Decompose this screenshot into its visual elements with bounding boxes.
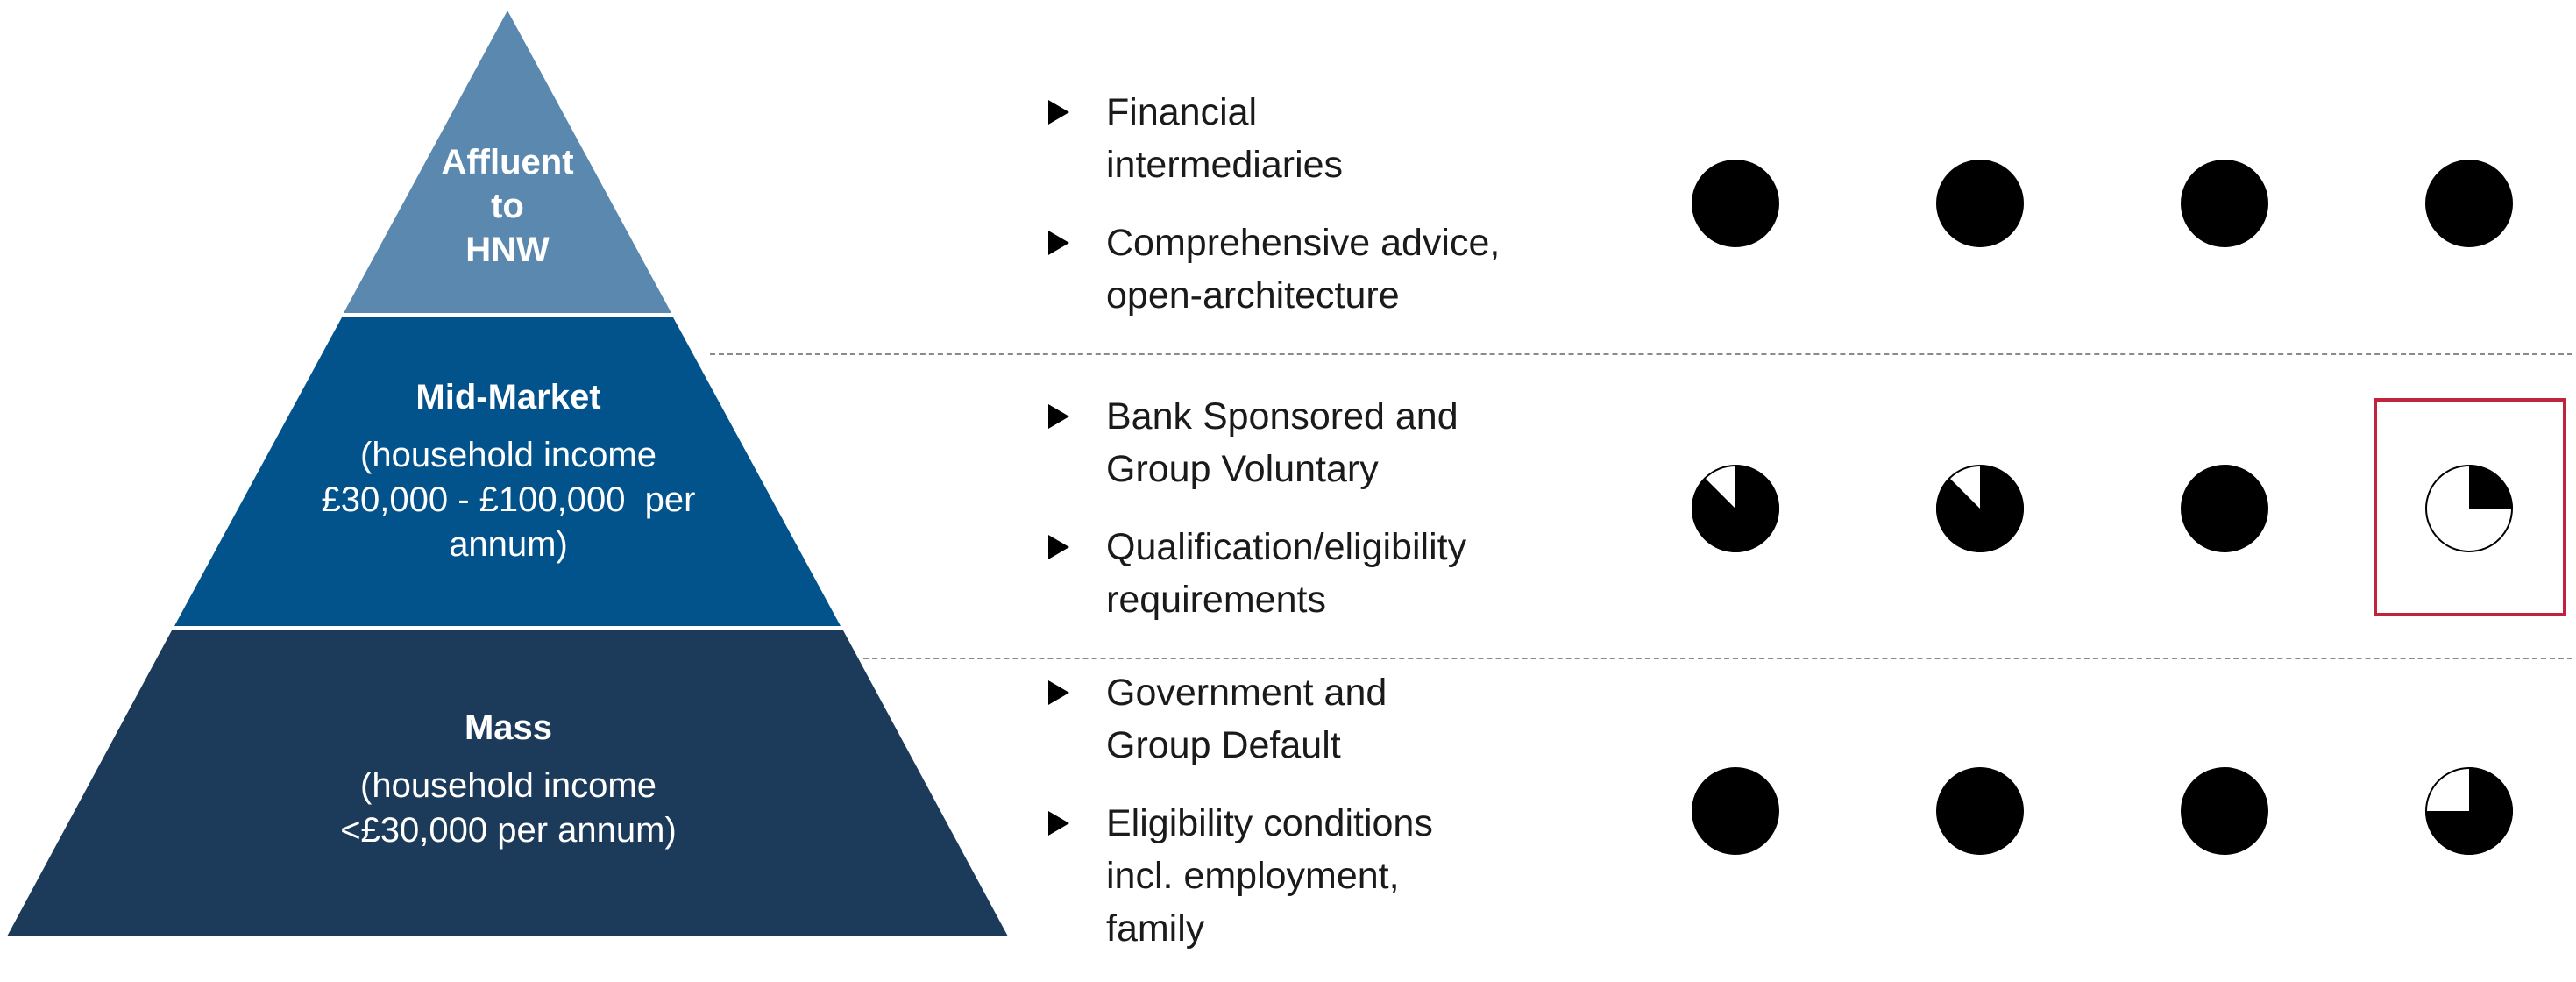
harvey-ball [1936, 465, 2024, 552]
harvey-ball-fill [1692, 160, 1779, 247]
tier-bottom-sub-line: <£30,000 per annum) [340, 811, 677, 850]
harvey-ball-fill [2425, 160, 2513, 247]
pyramid-tier-bottom-shape [7, 630, 1008, 936]
harvey-ball [2425, 160, 2513, 247]
harvey-ball-fill [2181, 465, 2268, 552]
harvey-ball [1692, 767, 1779, 855]
pyramid [7, 11, 1008, 936]
harvey-ball [1692, 160, 1779, 247]
bullet-line: Group Voluntary [1106, 448, 1379, 490]
triangle-bullet-icon [1048, 811, 1069, 836]
tier-bottom-title: Mass [464, 708, 553, 747]
bullet-line: Financial [1106, 91, 1258, 133]
highlight-box [2374, 398, 2566, 616]
bullet-line: intermediaries [1106, 144, 1344, 186]
harvey-ball [1936, 160, 2024, 247]
triangle-bullet-icon [1048, 535, 1069, 559]
row-3-bullets: Government and Group Default Eligibility… [1043, 666, 1586, 955]
harvey-ball-fill [1692, 767, 1779, 855]
bullet-line: requirements [1106, 579, 1326, 621]
bullet-line: Government and [1106, 672, 1387, 714]
tier-middle-title: Mid-Market [415, 378, 601, 416]
harvey-ball-fill [2469, 465, 2513, 509]
harvey-ball-fill [1692, 465, 1779, 552]
tier-middle-sub-line: annum) [449, 525, 568, 564]
harvey-ball [2425, 465, 2513, 552]
harvey-ball-fill [1936, 160, 2024, 247]
harvey-ball [2181, 767, 2268, 855]
bullet-line: Group Default [1106, 724, 1341, 766]
row-divider [710, 353, 2572, 355]
tier-top-label: Affluent to HNW [376, 140, 639, 272]
harvey-ball [2181, 160, 2268, 247]
bullet-item: Eligibility conditions incl. employment,… [1043, 797, 1586, 955]
tier-bottom-label: Mass (household income <£30,000 per annu… [245, 706, 771, 853]
harvey-ball-outline [2425, 767, 2513, 855]
tier-top-line: Affluent [441, 143, 574, 181]
harvey-ball-fill [1936, 465, 2024, 552]
tier-middle-sub-line: £30,000 - £100,000 per [321, 480, 696, 519]
bullet-item: Financial intermediaries [1043, 86, 1586, 191]
harvey-ball [1692, 465, 1779, 552]
row-1-bullets: Financial intermediaries Comprehensive a… [1043, 86, 1586, 322]
harvey-ball-outline [1692, 465, 1779, 552]
row-2-bullets: Bank Sponsored and Group Voluntary Quali… [1043, 390, 1586, 626]
tier-bottom-subtitle: (household income <£30,000 per annum) [245, 764, 771, 853]
tier-top-line: to [491, 187, 524, 225]
triangle-bullet-icon [1048, 231, 1069, 255]
harvey-ball-outline [2425, 465, 2513, 552]
harvey-ball-fill [1936, 767, 2024, 855]
bullet-item: Comprehensive advice, open-architecture [1043, 217, 1586, 322]
bullet-line: family [1106, 907, 1205, 950]
bullet-line: Eligibility conditions [1106, 802, 1433, 844]
tier-middle-label: Mid-Market (household income £30,000 - £… [245, 375, 771, 567]
harvey-ball-outline [1936, 465, 2024, 552]
bullet-line: Bank Sponsored and [1106, 395, 1458, 438]
pyramid-tier-middle-shape [174, 317, 841, 626]
tier-middle-subtitle: (household income £30,000 - £100,000 per… [245, 433, 771, 567]
bullet-item: Qualification/eligibility requirements [1043, 521, 1586, 626]
bullet-line: Comprehensive advice, [1106, 222, 1501, 264]
bullet-line: Qualification/eligibility [1106, 526, 1467, 568]
harvey-ball [2425, 767, 2513, 855]
bullet-line: open-architecture [1106, 274, 1400, 317]
harvey-ball-fill [2425, 767, 2513, 855]
harvey-ball [2181, 465, 2268, 552]
harvey-ball [1936, 767, 2024, 855]
bullet-item: Government and Group Default [1043, 666, 1586, 772]
tier-top-line: HNW [465, 231, 550, 269]
harvey-ball-fill [2181, 160, 2268, 247]
triangle-bullet-icon [1048, 680, 1069, 705]
bullet-line: incl. employment, [1106, 855, 1400, 897]
harvey-ball-fill [2181, 767, 2268, 855]
pyramid-tier-top-shape [344, 11, 671, 313]
tier-bottom-sub-line: (household income [360, 766, 656, 805]
triangle-bullet-icon [1048, 404, 1069, 429]
bullet-item: Bank Sponsored and Group Voluntary [1043, 390, 1586, 495]
triangle-bullet-icon [1048, 100, 1069, 125]
row-divider [863, 658, 2572, 659]
tier-middle-sub-line: (household income [360, 436, 656, 474]
